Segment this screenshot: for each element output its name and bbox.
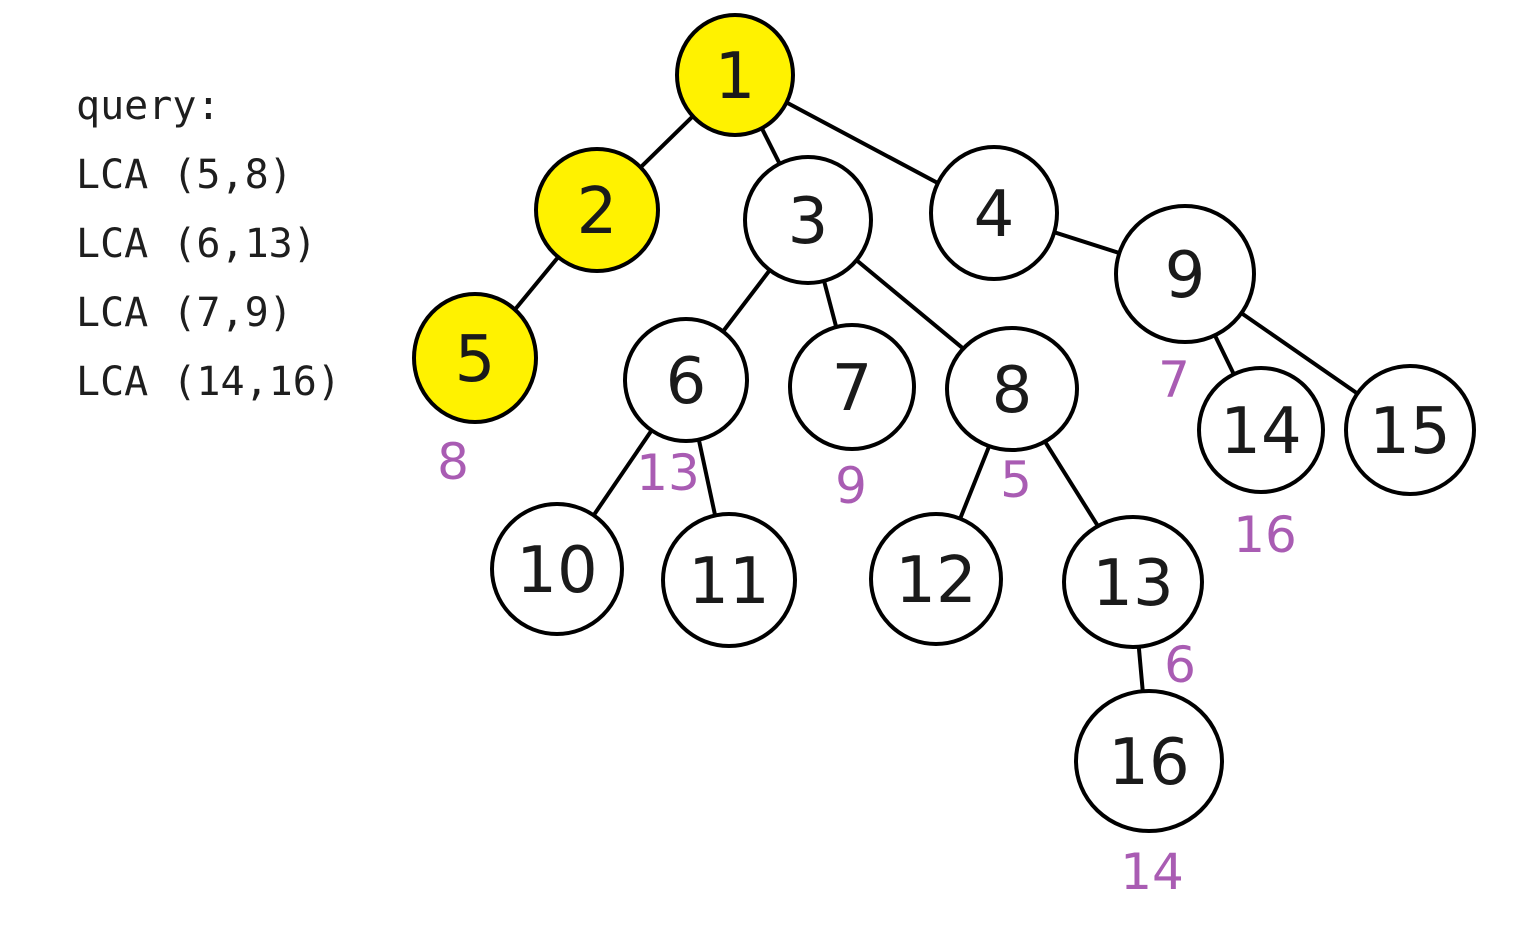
- node-label-15: 15: [1369, 395, 1450, 469]
- node-label-11: 11: [688, 545, 769, 619]
- node-circle-15: [1344, 364, 1476, 496]
- query-partner-label-7: 9: [835, 457, 867, 515]
- node-circle-16: [1074, 689, 1224, 833]
- node-label-9: 9: [1165, 239, 1206, 313]
- query-item-2: LCA (6,13): [76, 221, 317, 267]
- tree-node-7: 7: [788, 323, 916, 451]
- node-circle-13: [1062, 515, 1204, 649]
- tree-node-11: 11: [661, 512, 797, 648]
- node-circle-10: [490, 502, 624, 636]
- tree-node-14: 14: [1197, 366, 1325, 494]
- node-circle-3: [743, 155, 873, 285]
- query-item-1: LCA (5,8): [76, 152, 293, 198]
- node-label-10: 10: [516, 534, 597, 608]
- tree-node-16: 16: [1074, 689, 1224, 833]
- node-label-12: 12: [895, 544, 976, 618]
- node-label-3: 3: [788, 185, 829, 259]
- tree-node-10: 10: [490, 502, 624, 636]
- tree-node-12: 12: [869, 512, 1003, 646]
- query-partner-label-16: 14: [1120, 843, 1184, 901]
- query-item-3: LCA (7,9): [76, 290, 293, 336]
- query-partner-label-8: 5: [1000, 451, 1032, 509]
- query-partner-label-14: 16: [1233, 506, 1297, 564]
- tree-node-6: 6: [623, 317, 749, 443]
- node-circle-9: [1114, 204, 1256, 344]
- node-label-7: 7: [832, 352, 873, 426]
- node-circle-1: [675, 13, 795, 137]
- tree-node-2: 2: [534, 147, 660, 273]
- node-circle-6: [623, 317, 749, 443]
- node-label-14: 14: [1220, 395, 1301, 469]
- node-circle-8: [945, 326, 1079, 452]
- query-partner-label-13: 6: [1164, 636, 1196, 694]
- node-circle-4: [929, 145, 1059, 281]
- node-label-6: 6: [666, 345, 707, 419]
- tree-node-4: 4: [929, 145, 1059, 281]
- node-circle-2: [534, 147, 660, 273]
- node-label-1: 1: [715, 40, 756, 114]
- node-circle-11: [661, 512, 797, 648]
- annotation-layer: 8 13 9 5 7 6 16 14: [437, 351, 1297, 901]
- node-label-2: 2: [577, 175, 618, 249]
- node-label-4: 4: [974, 178, 1015, 252]
- query-partner-label-6: 13: [636, 444, 700, 502]
- node-label-16: 16: [1108, 726, 1189, 800]
- node-circle-14: [1197, 366, 1325, 494]
- tree-node-3: 3: [743, 155, 873, 285]
- query-partner-label-5: 8: [437, 433, 469, 491]
- tree-node-5: 5: [412, 292, 538, 424]
- query-panel: query: LCA (5,8) LCA (6,13) LCA (7,9) LC…: [76, 72, 341, 417]
- node-label-13: 13: [1092, 547, 1173, 621]
- query-item-4: LCA (14,16): [76, 359, 341, 405]
- node-label-8: 8: [992, 354, 1033, 428]
- node-circle-12: [869, 512, 1003, 646]
- tree-node-8: 8: [945, 326, 1079, 452]
- tree-node-9: 9: [1114, 204, 1256, 344]
- node-circle-7: [788, 323, 916, 451]
- tree-node-15: 15: [1344, 364, 1476, 496]
- node-circle-5: [412, 292, 538, 424]
- query-title: query:: [76, 83, 221, 129]
- tree-node-13: 13: [1062, 515, 1204, 649]
- query-partner-label-9: 7: [1158, 351, 1190, 409]
- tree-node-1: 1: [675, 13, 795, 137]
- node-label-5: 5: [455, 323, 496, 397]
